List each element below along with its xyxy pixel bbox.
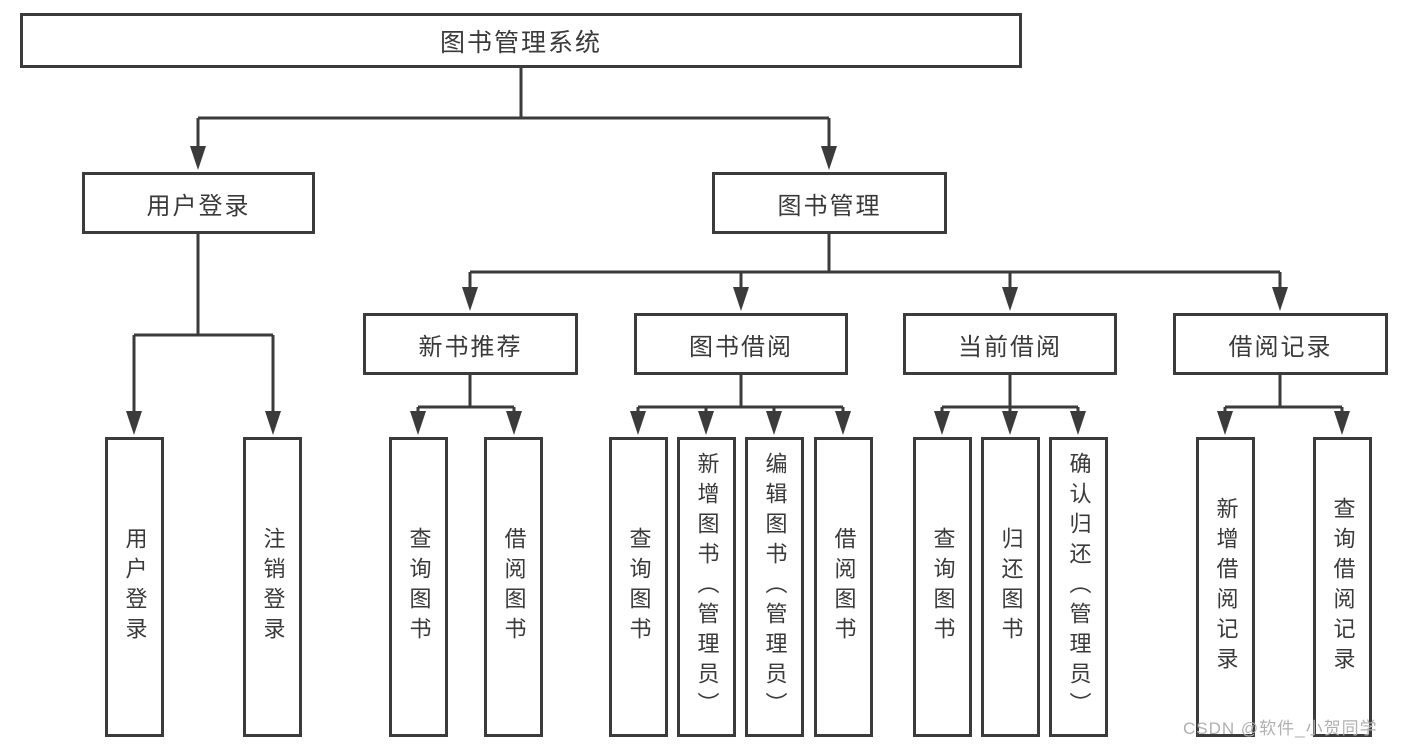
leaf-query-borrow-record: 查询借阅记录 <box>1313 437 1372 737</box>
arrow-down-icon <box>821 146 837 170</box>
arrowheads <box>126 146 1350 435</box>
node-label: 用户登录 <box>122 527 148 647</box>
csdn-watermark: CSDN @软件_小贺同学 <box>1183 719 1378 738</box>
node-label: 确认归还（管理员） <box>1066 452 1092 722</box>
arrow-down-icon <box>506 411 522 435</box>
node-book-management: 图书管理 <box>712 172 947 234</box>
node-label: 归还图书 <box>998 527 1024 647</box>
arrow-down-icon <box>934 411 950 435</box>
arrow-down-icon <box>733 287 749 311</box>
leaf-add-books-admin: 新增图书（管理员） <box>677 437 736 737</box>
node-label: 用户登录 <box>146 192 251 220</box>
leaf-add-borrow-record: 新增借阅记录 <box>1196 437 1255 737</box>
leaf-return-books: 归还图书 <box>981 437 1040 737</box>
node-book-borrowing: 图书借阅 <box>634 313 848 375</box>
leaf-logout: 注销登录 <box>243 437 302 737</box>
node-label: 查询图书 <box>406 527 432 647</box>
leaf-query-books: 查询图书 <box>913 437 972 737</box>
leaf-borrow-books: 借阅图书 <box>814 437 873 737</box>
arrow-down-icon <box>630 411 646 435</box>
arrow-down-icon <box>766 411 782 435</box>
arrow-down-icon <box>1217 411 1233 435</box>
arrow-down-icon <box>1002 287 1018 311</box>
arrow-down-icon <box>1002 411 1018 435</box>
arrow-down-icon <box>462 287 478 311</box>
node-label: 图书管理 <box>777 192 882 220</box>
arrow-down-icon <box>410 411 426 435</box>
arrow-down-icon <box>126 411 142 435</box>
leaf-query-books: 查询图书 <box>609 437 668 737</box>
node-label: 编辑图书（管理员） <box>762 452 788 722</box>
leaf-borrow-books: 借阅图书 <box>484 437 543 737</box>
node-label: 查询借阅记录 <box>1330 497 1356 677</box>
arrow-down-icon <box>1272 287 1288 311</box>
arrow-down-icon <box>698 411 714 435</box>
node-label: 注销登录 <box>260 527 286 647</box>
node-label: 借阅图书 <box>501 527 527 647</box>
leaf-edit-books-admin: 编辑图书（管理员） <box>745 437 804 737</box>
node-borrowing-records: 借阅记录 <box>1173 313 1388 375</box>
node-library-system: 图书管理系统 <box>20 13 1022 68</box>
node-new-book-recommendation: 新书推荐 <box>363 313 578 375</box>
arrow-down-icon <box>265 411 281 435</box>
arrow-down-icon <box>190 146 206 170</box>
node-label: 图书借阅 <box>689 333 793 361</box>
node-label: 借阅图书 <box>831 527 857 647</box>
leaf-confirm-return-admin: 确认归还（管理员） <box>1049 437 1108 737</box>
leaf-query-books: 查询图书 <box>389 437 448 737</box>
node-current-borrowing: 当前借阅 <box>903 313 1117 375</box>
node-label: 当前借阅 <box>958 333 1062 361</box>
node-label: 新书推荐 <box>418 333 523 361</box>
node-label: 新增借阅记录 <box>1213 497 1239 677</box>
node-label: 查询图书 <box>930 527 956 647</box>
arrow-down-icon <box>1334 411 1350 435</box>
arrow-down-icon <box>835 411 851 435</box>
leaf-user-login: 用户登录 <box>105 437 164 737</box>
node-label: 新增图书（管理员） <box>694 452 720 722</box>
node-label: 查询图书 <box>626 527 652 647</box>
node-label: 图书管理系统 <box>439 28 602 57</box>
arrow-down-icon <box>1070 411 1086 435</box>
node-label: 借阅记录 <box>1228 333 1333 361</box>
node-user-login: 用户登录 <box>82 172 315 234</box>
